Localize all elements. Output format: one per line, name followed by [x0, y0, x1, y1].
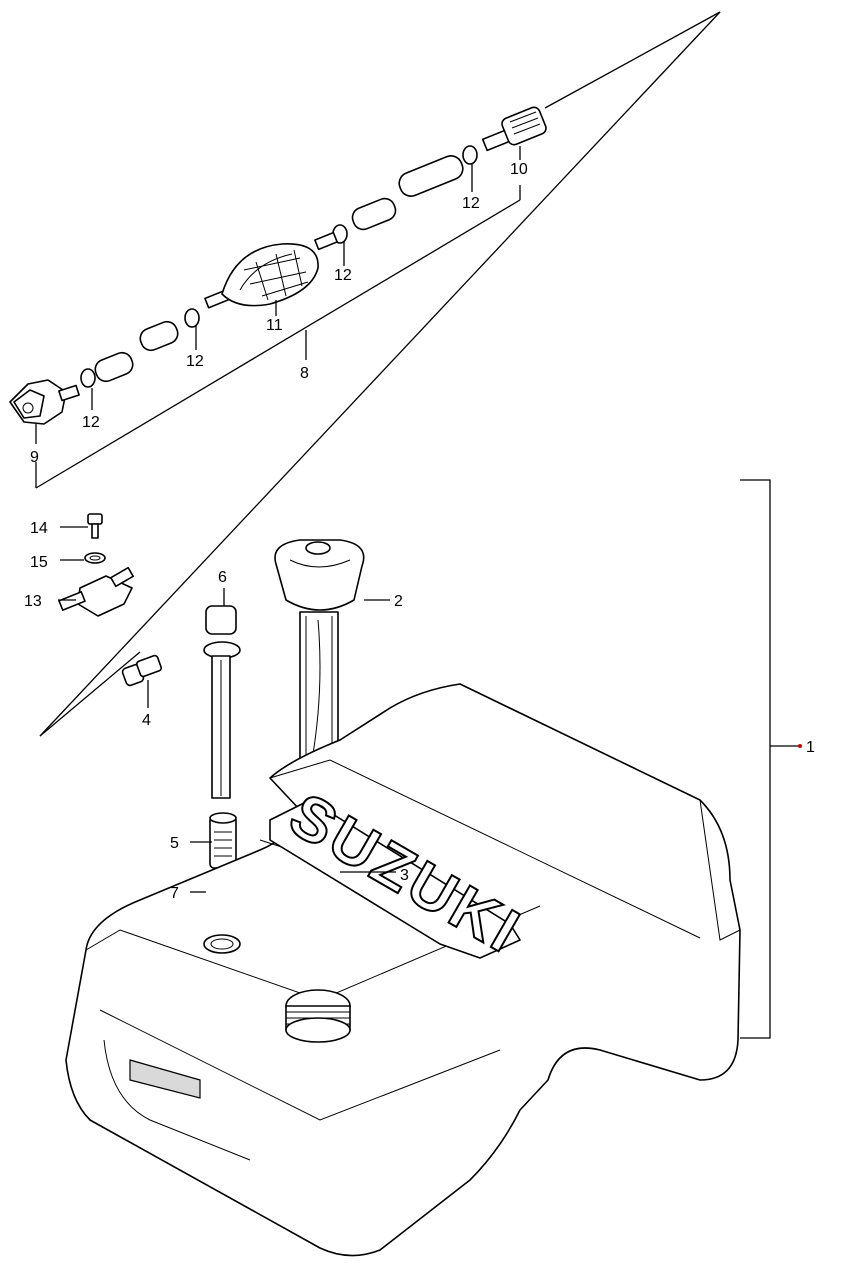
- callout-3: 3: [400, 867, 409, 884]
- hose-segments: [94, 155, 464, 383]
- suction-pipe-drawing: [203, 605, 241, 799]
- marker-dot: [798, 744, 802, 748]
- callout-6: 6: [218, 569, 227, 586]
- callout-11: 11: [266, 317, 283, 334]
- callout-7: 7: [170, 885, 179, 902]
- engine-connector-drawing: [481, 106, 547, 152]
- callout-12a: 12: [82, 414, 100, 431]
- callout-13: 13: [24, 593, 42, 610]
- callout-12c: 12: [334, 267, 352, 284]
- callout-labels: 1 2 3 4 5 6 7 8 9 10 11 12 12 12 12 13 1…: [24, 161, 815, 902]
- callout-14: 14: [30, 520, 48, 537]
- connector-drawing: [121, 654, 163, 687]
- callout-1: 1: [806, 739, 815, 756]
- primer-bulb-drawing: [204, 231, 338, 309]
- callout-12b: 12: [186, 353, 204, 370]
- callout-10: 10: [510, 161, 528, 178]
- leader-lines: [35, 146, 521, 893]
- filter-drawing: [209, 812, 237, 869]
- callout-5: 5: [170, 835, 179, 852]
- callout-15: 15: [30, 554, 48, 571]
- tank-connector-drawing: [9, 379, 80, 425]
- callout-9: 9: [30, 449, 39, 466]
- cock-assembly-drawing: [58, 513, 134, 617]
- callout-12d: 12: [462, 195, 480, 212]
- callout-8: 8: [300, 365, 309, 382]
- tank-bracket: [740, 479, 802, 1039]
- callout-4: 4: [142, 712, 151, 729]
- hose-assembly-bracket: [35, 11, 721, 737]
- callout-2: 2: [394, 593, 403, 610]
- fuel-tank-drawing: SUZUKI: [65, 683, 741, 1257]
